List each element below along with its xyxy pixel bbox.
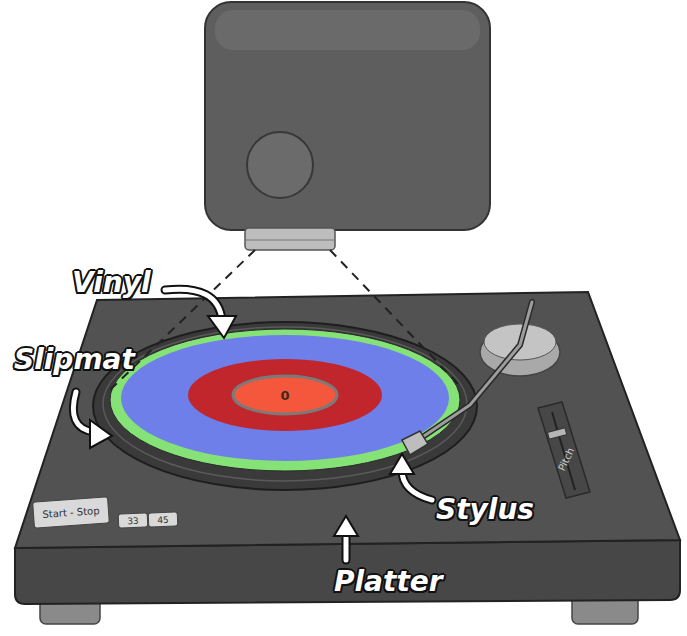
node-text: 45 xyxy=(157,514,169,524)
record-label-ring xyxy=(188,359,382,431)
vinyl-record xyxy=(121,335,449,461)
platter-rim xyxy=(103,327,467,481)
camera-body xyxy=(205,2,490,230)
part-label: Vinyl xyxy=(72,266,151,299)
start-stop-button: Start - Stop xyxy=(32,496,110,528)
label-ellipse-shape xyxy=(233,376,337,414)
node-text: 33 xyxy=(127,515,139,525)
node-text: Start - Stop xyxy=(42,505,100,520)
lens-ring xyxy=(245,240,335,241)
slipmat xyxy=(110,329,460,471)
pitch-knob xyxy=(548,428,567,439)
tonearm xyxy=(418,302,532,440)
part-label: Stylus xyxy=(436,493,534,526)
camera-lens-tube xyxy=(245,228,335,250)
node-text: 0 xyxy=(280,388,289,403)
callout-arrow xyxy=(390,454,432,500)
turntable-top xyxy=(15,292,680,548)
view-line xyxy=(330,250,462,388)
record-center-label: 0 xyxy=(231,374,339,416)
tonearm-outline xyxy=(418,302,532,440)
headshell xyxy=(402,431,428,455)
platter xyxy=(93,322,477,490)
speed-button: 33 xyxy=(118,512,149,528)
part-label: Slipmat xyxy=(14,343,135,376)
pitch-panel xyxy=(538,402,590,498)
camera-highlight xyxy=(215,10,480,50)
callout-arrow xyxy=(165,289,236,338)
speed-button: 45 xyxy=(148,511,179,527)
camera-lens xyxy=(247,132,313,198)
callout-arrow xyxy=(73,392,112,448)
part-label: Platter xyxy=(334,565,443,598)
callout-arrow xyxy=(334,516,358,560)
